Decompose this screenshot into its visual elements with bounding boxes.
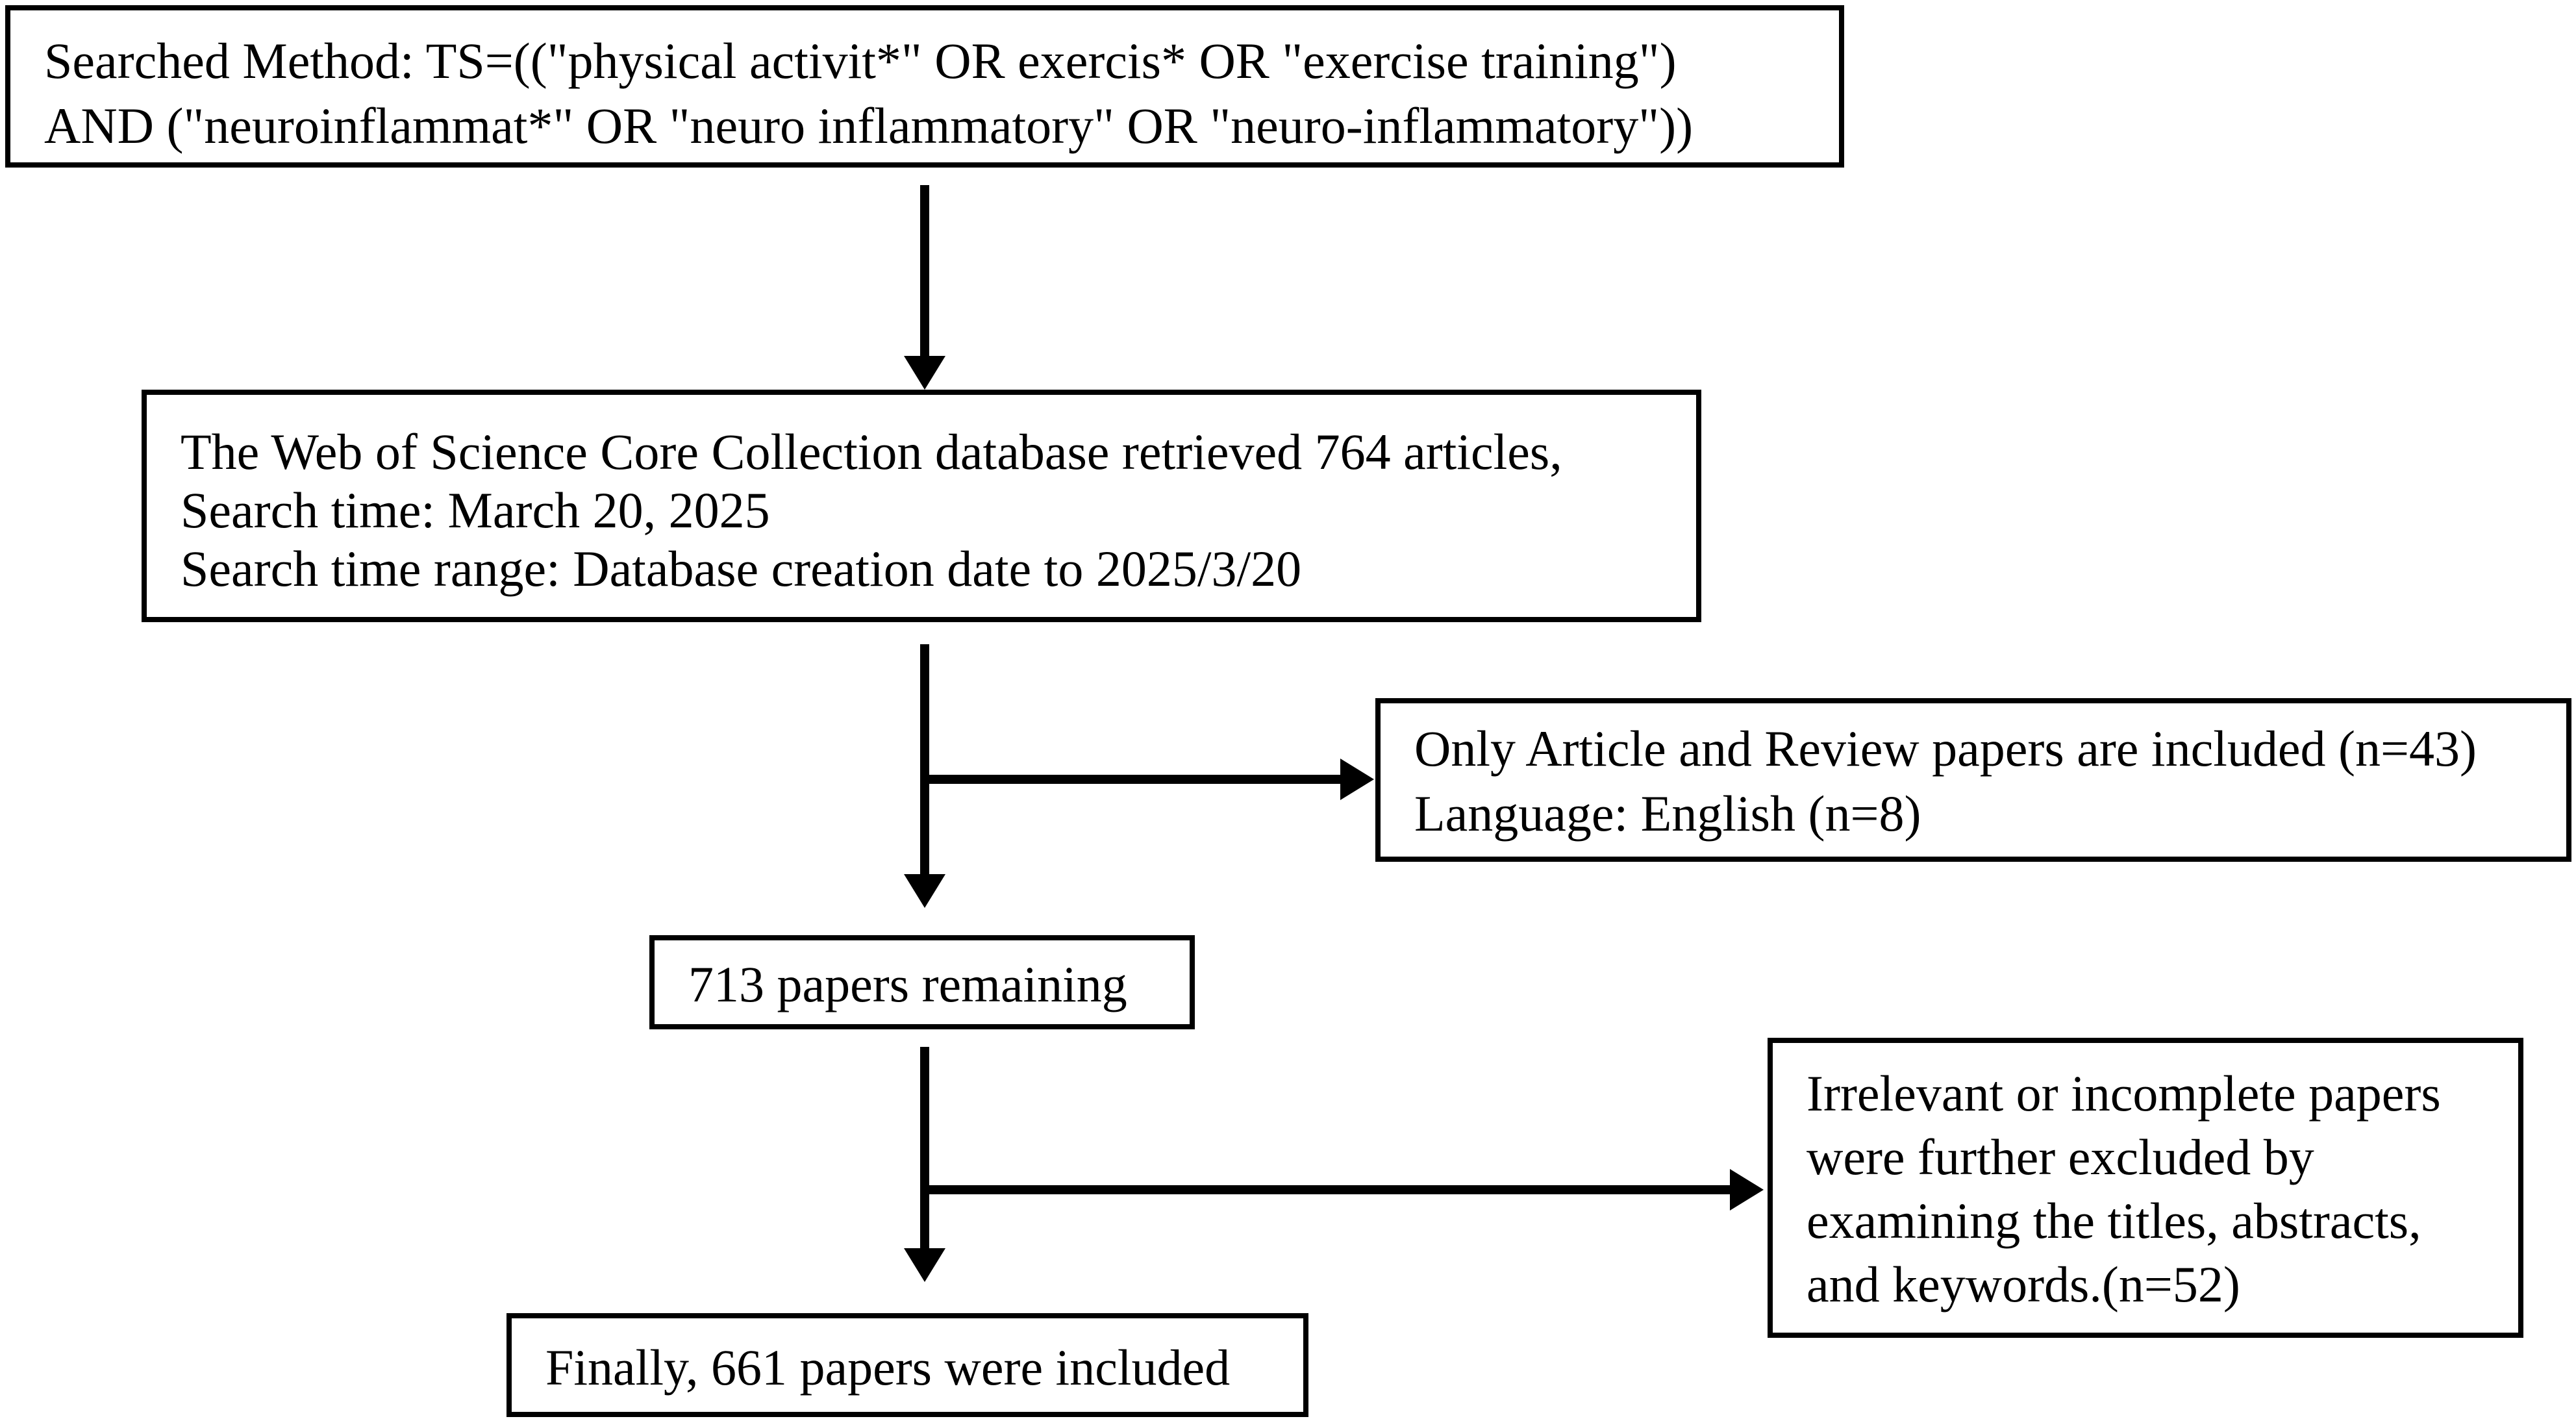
final-box: Finally, 661 papers were included [506, 1313, 1308, 1417]
database-line-1: The Web of Science Core Collection datab… [181, 423, 1562, 480]
remaining-box: 713 papers remaining [649, 935, 1195, 1029]
remaining-line-1: 713 papers remaining [688, 956, 1127, 1012]
arrowhead-branch-exclusion-2 [1730, 1169, 1764, 1211]
arrowhead-branch-exclusion-1 [1340, 759, 1374, 800]
arrowhead-remaining-to-final [904, 1248, 945, 1282]
database-line-2: Search time: March 20, 2025 [181, 482, 770, 538]
exclusion-2-line-3: examining the titles, abstracts, [1807, 1192, 2421, 1249]
arrowhead-search-to-database [904, 356, 945, 390]
database-line-3: Search time range: Database creation dat… [181, 540, 1302, 597]
exclusion-2-line-2: were further excluded by [1807, 1129, 2314, 1185]
search-method-box: Searched Method: TS=(("physical activit*… [5, 5, 1844, 168]
exclusion-2-line-1: Irrelevant or incomplete papers [1807, 1065, 2441, 1122]
exclusion-box-2: Irrelevant or incomplete papers were fur… [1768, 1038, 2523, 1338]
final-line-1: Finally, 661 papers were included [545, 1339, 1231, 1396]
arrowhead-database-to-remaining [904, 874, 945, 908]
database-box: The Web of Science Core Collection datab… [142, 390, 1701, 622]
exclusion-1-line-1: Only Article and Review papers are inclu… [1414, 720, 2477, 777]
search-method-line-2: AND ("neuroinflammat*" OR "neuro inflamm… [44, 97, 1694, 154]
exclusion-2-line-4: and keywords.(n=52) [1807, 1256, 2240, 1312]
exclusion-box-1: Only Article and Review papers are inclu… [1375, 698, 2571, 862]
exclusion-1-line-2: Language: English (n=8) [1414, 785, 1921, 842]
search-method-line-1: Searched Method: TS=(("physical activit*… [44, 32, 1677, 89]
